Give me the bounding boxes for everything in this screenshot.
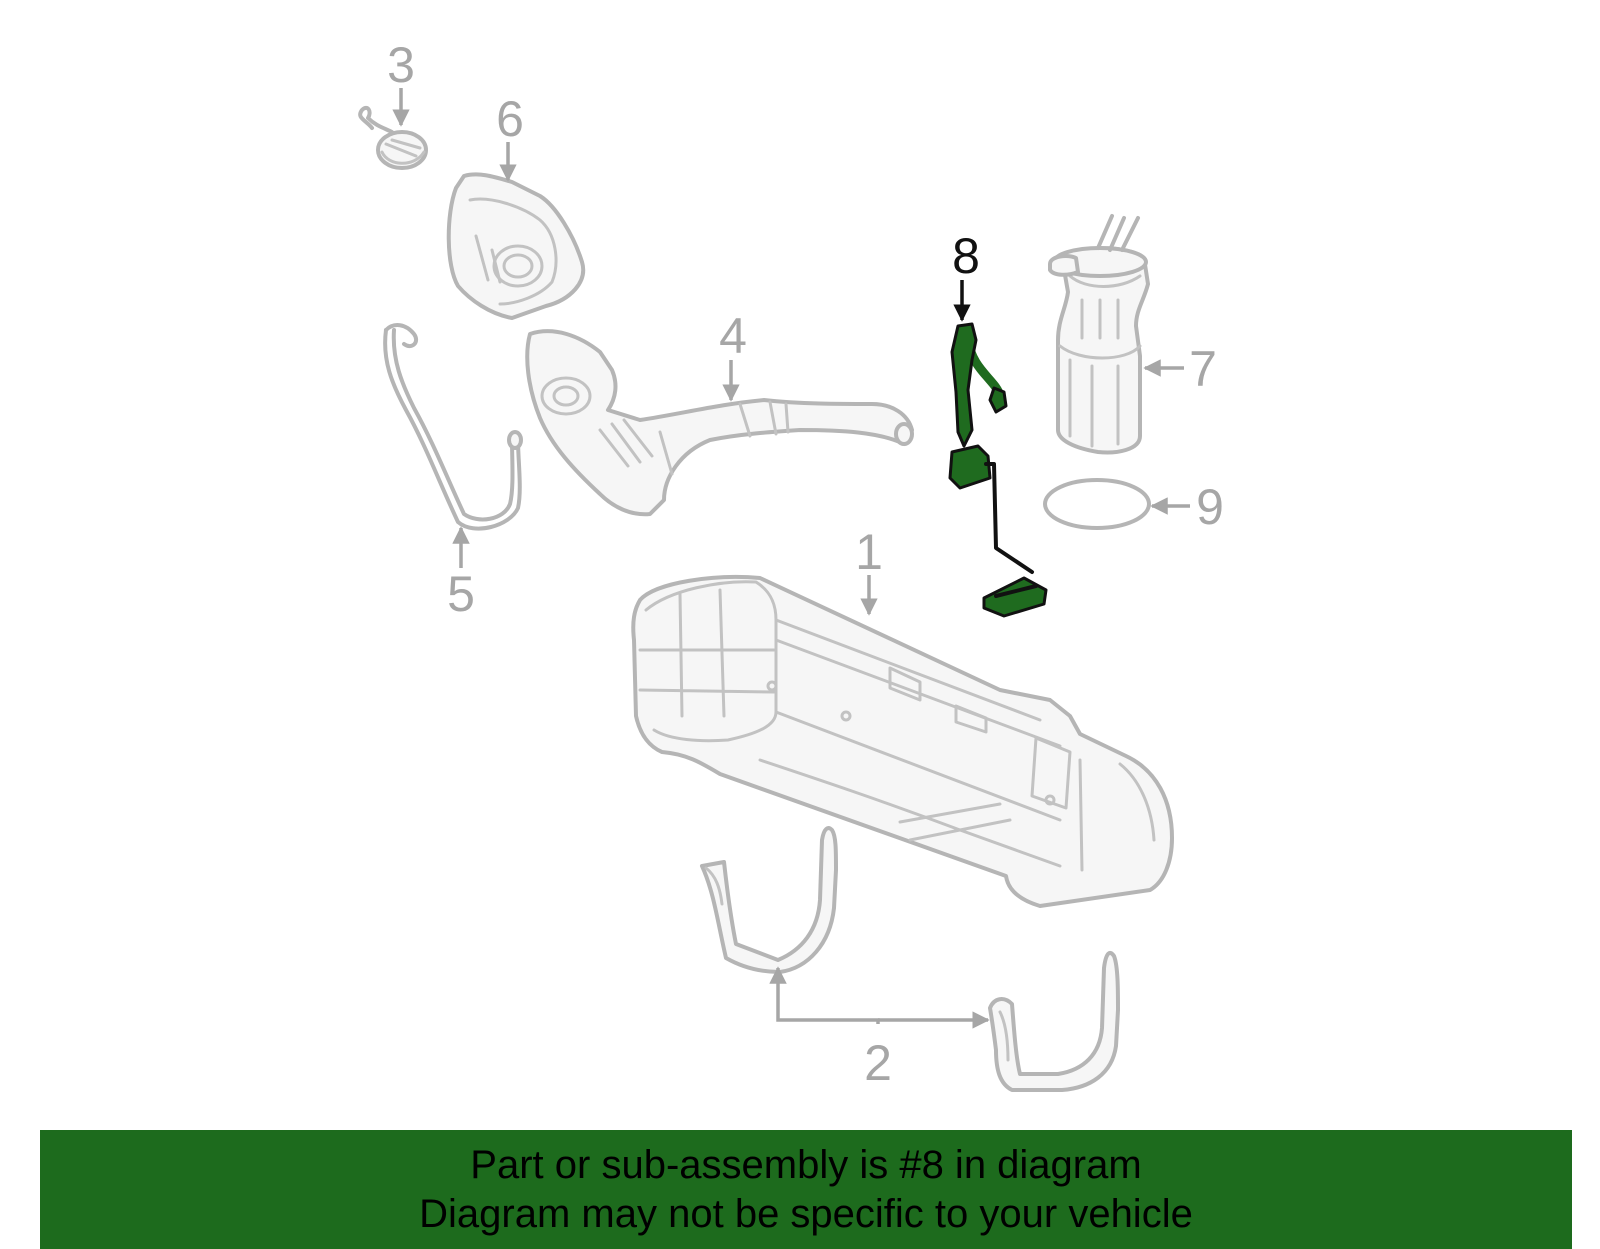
info-banner: Part or sub-assembly is #8 in diagram Di… [40,1130,1572,1249]
fuel-pump-module-part[interactable] [1048,214,1150,455]
callout-9: 9 [1196,479,1224,535]
callout-3: 3 [387,37,415,93]
tank-strap-right-part[interactable] [988,950,1120,1092]
callout-2: 2 [864,1035,892,1091]
callout-labels: 3 6 4 5 1 7 9 8 2 [387,37,1224,1091]
callout-8: 8 [952,228,980,284]
banner-line-disclaimer: Diagram may not be specific to your vehi… [419,1191,1193,1236]
ground-strap-part[interactable] [383,323,523,531]
callout-6: 6 [496,91,524,147]
callout-5: 5 [447,566,475,622]
seal-ring-part[interactable] [1043,478,1151,530]
fuel-tank-part[interactable] [631,574,1174,908]
callout-leaders [392,88,1190,1029]
callout-1: 1 [855,524,883,580]
banner-line-part-number: Part or sub-assembly is #8 in diagram [470,1142,1142,1187]
callout-7: 7 [1189,341,1217,397]
fuel-level-sensor-part[interactable] [948,322,1048,618]
tank-strap-left-part[interactable] [700,826,838,974]
leader-2 [769,966,880,1024]
callout-4: 4 [719,308,747,364]
filler-pipe-part[interactable] [525,329,914,517]
fuel-cap-part[interactable] [358,105,428,170]
filler-housing-part[interactable] [446,172,586,320]
